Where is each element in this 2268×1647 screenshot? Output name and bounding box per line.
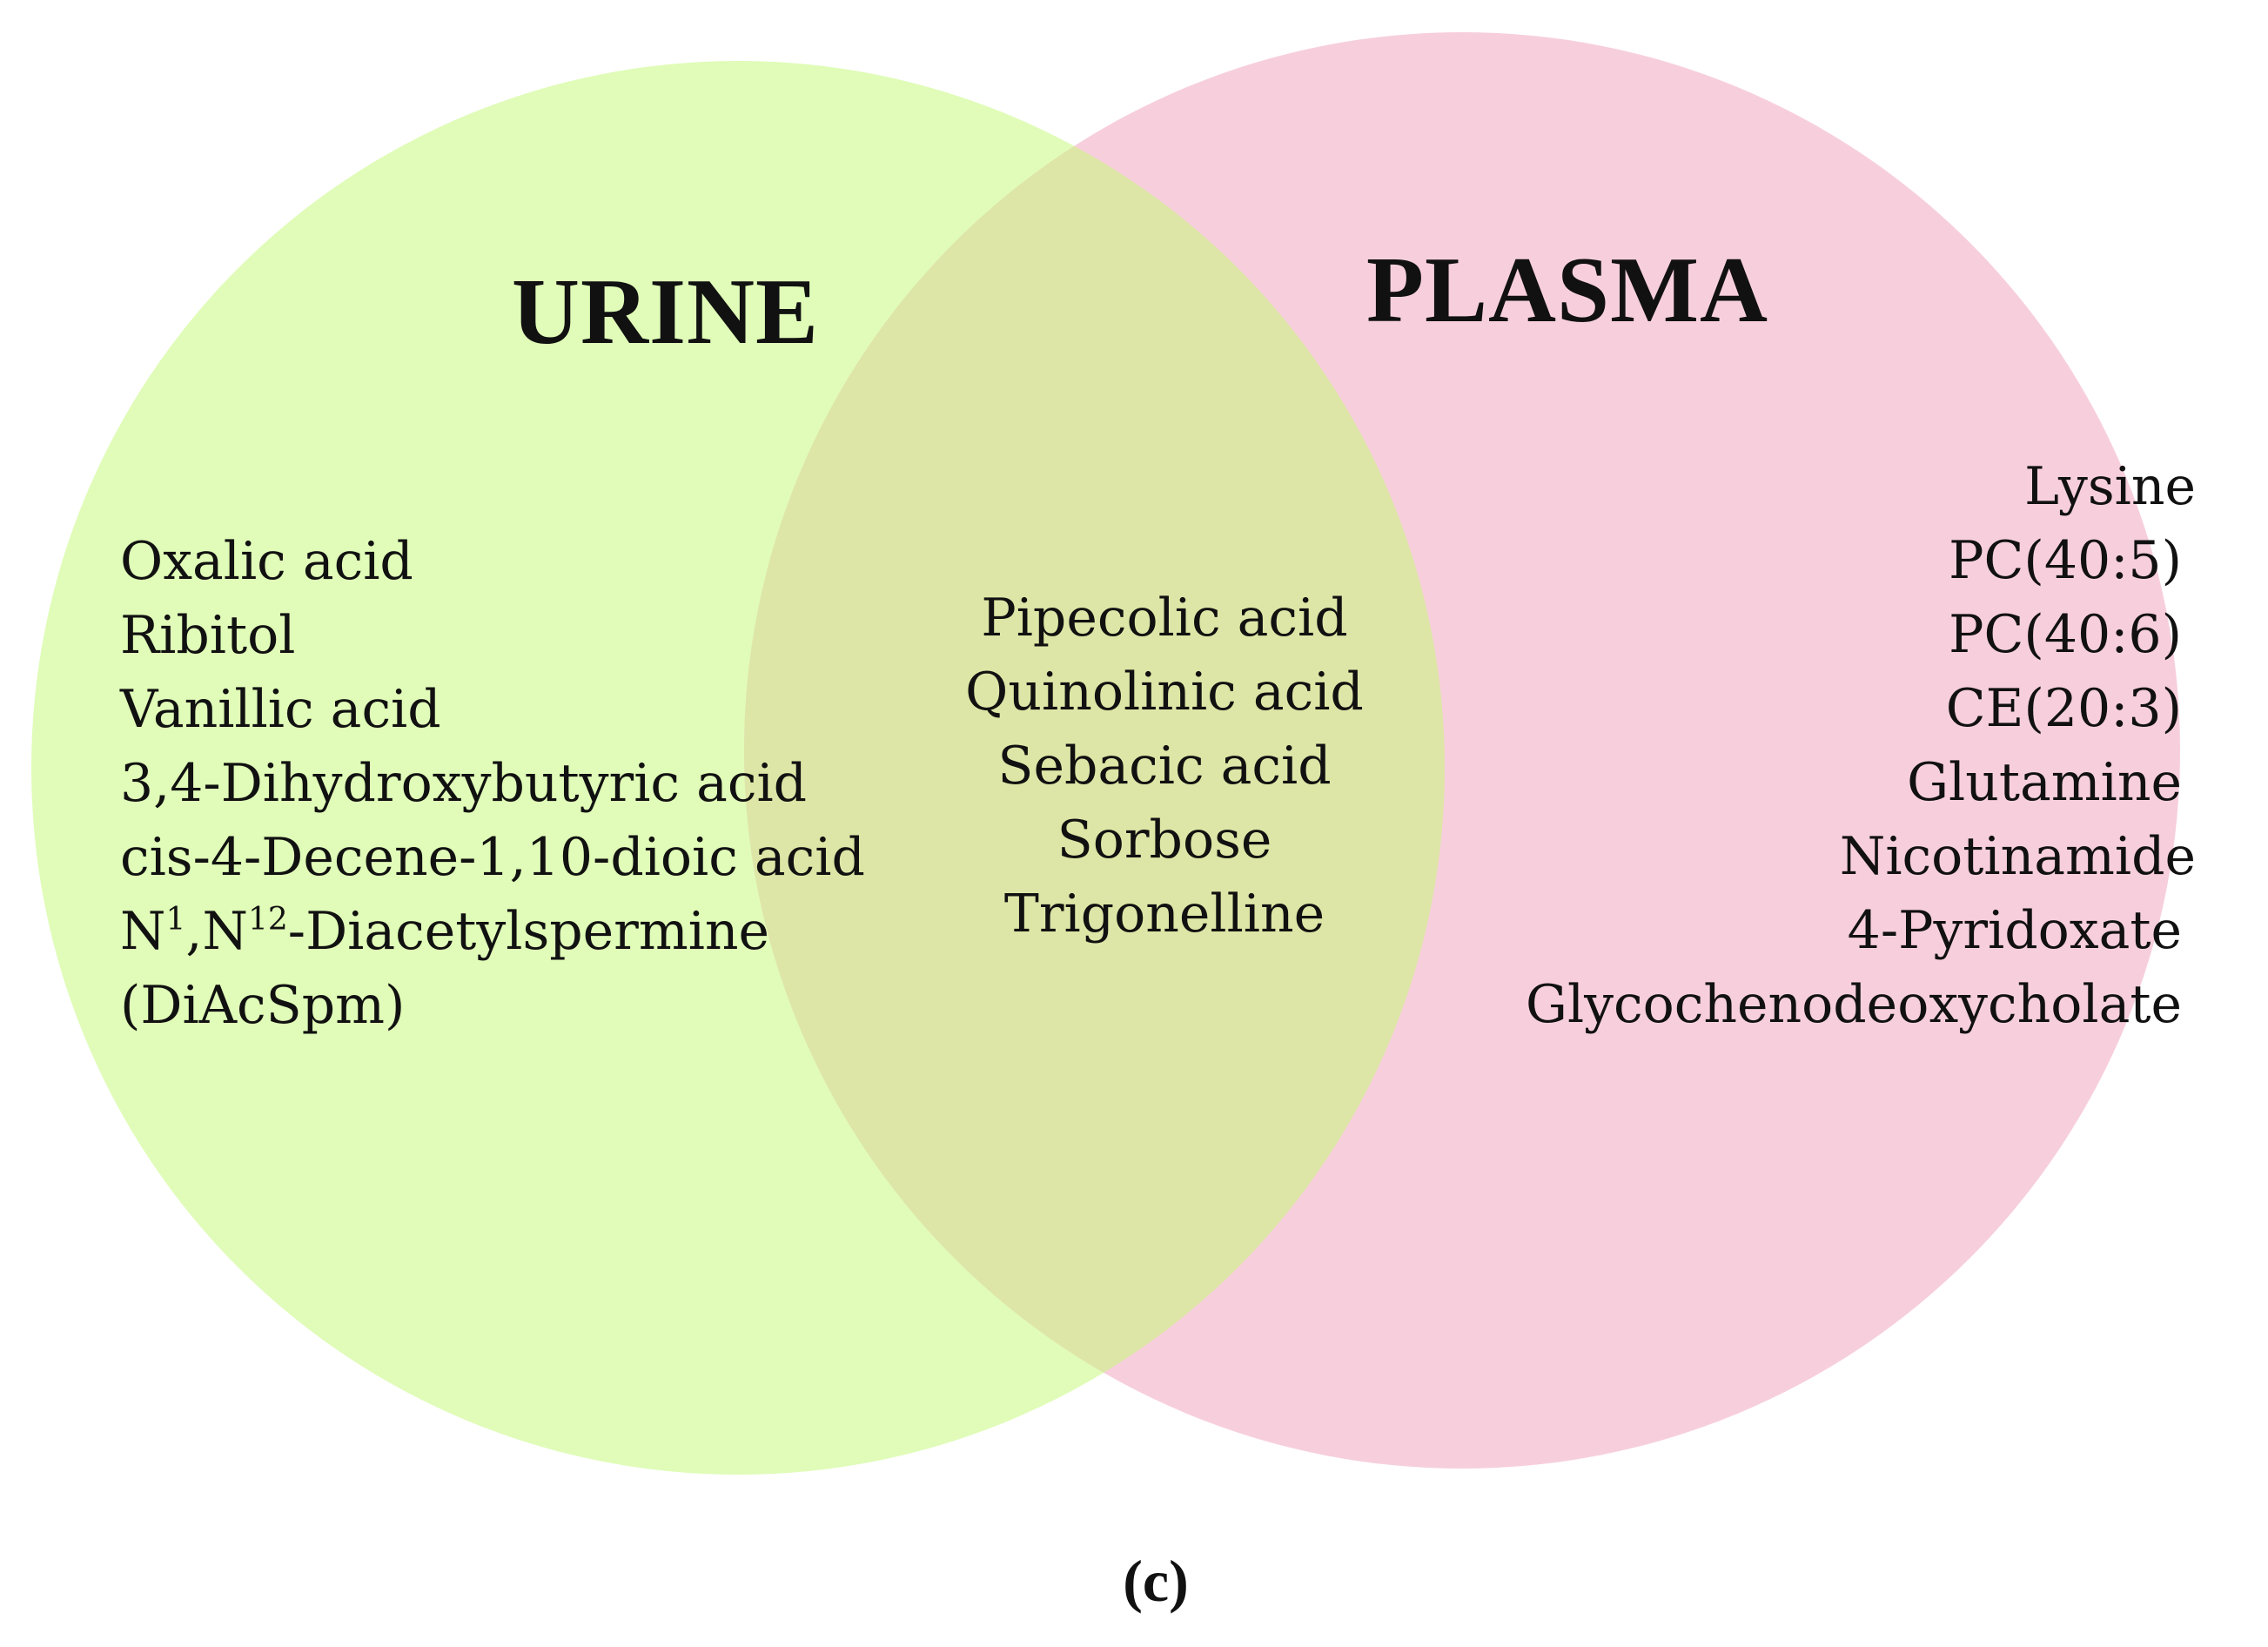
- urine-item: Vanillic acid: [120, 679, 441, 740]
- urine-item: (DiAcSpm): [120, 975, 406, 1036]
- shared-item: Sorbose: [1057, 810, 1272, 871]
- plasma-item: Nicotinamide: [1839, 826, 2196, 887]
- shared-item: Sebacic acid: [997, 736, 1332, 797]
- plasma-item: PC(40:5): [1949, 530, 2182, 591]
- figure-caption: (c): [1123, 1548, 1189, 1614]
- plasma-item: Lysine: [2024, 456, 2196, 517]
- plasma-item: Glutamine: [1907, 752, 2182, 813]
- overlap-region: [744, 61, 1445, 1469]
- plasma-set-title: PLASMA: [1366, 239, 1768, 342]
- urine-item: 3,4-Dihydroxybutyric acid: [120, 753, 808, 814]
- plasma-item: 4-Pyridoxate: [1847, 900, 2182, 961]
- plasma-item: CE(20:3): [1945, 678, 2182, 739]
- shared-item: Trigonelline: [1003, 884, 1325, 945]
- urine-item: cis-4-Decene-1,10-dioic acid: [120, 827, 865, 888]
- plasma-item: Glycochenodeoxycholate: [1526, 974, 2182, 1035]
- urine-item: Oxalic acid: [120, 531, 413, 592]
- shared-item: Quinolinic acid: [965, 662, 1364, 723]
- urine-only-list: Oxalic acid Ribitol Vanillic acid 3,4-Di…: [120, 525, 865, 1043]
- urine-item: N1,N12-Diacetylspermine: [120, 901, 770, 962]
- plasma-only-list: Lysine PC(40:5) PC(40:6) CE(20:3) Glutam…: [1526, 450, 2196, 1042]
- plasma-item: PC(40:6): [1949, 604, 2182, 665]
- shared-list: Pipecolic acid Quinolinic acid Sebacic a…: [965, 581, 1364, 951]
- shared-item: Pipecolic acid: [981, 588, 1348, 649]
- urine-item: Ribitol: [120, 605, 296, 666]
- urine-set-title: URINE: [512, 260, 820, 364]
